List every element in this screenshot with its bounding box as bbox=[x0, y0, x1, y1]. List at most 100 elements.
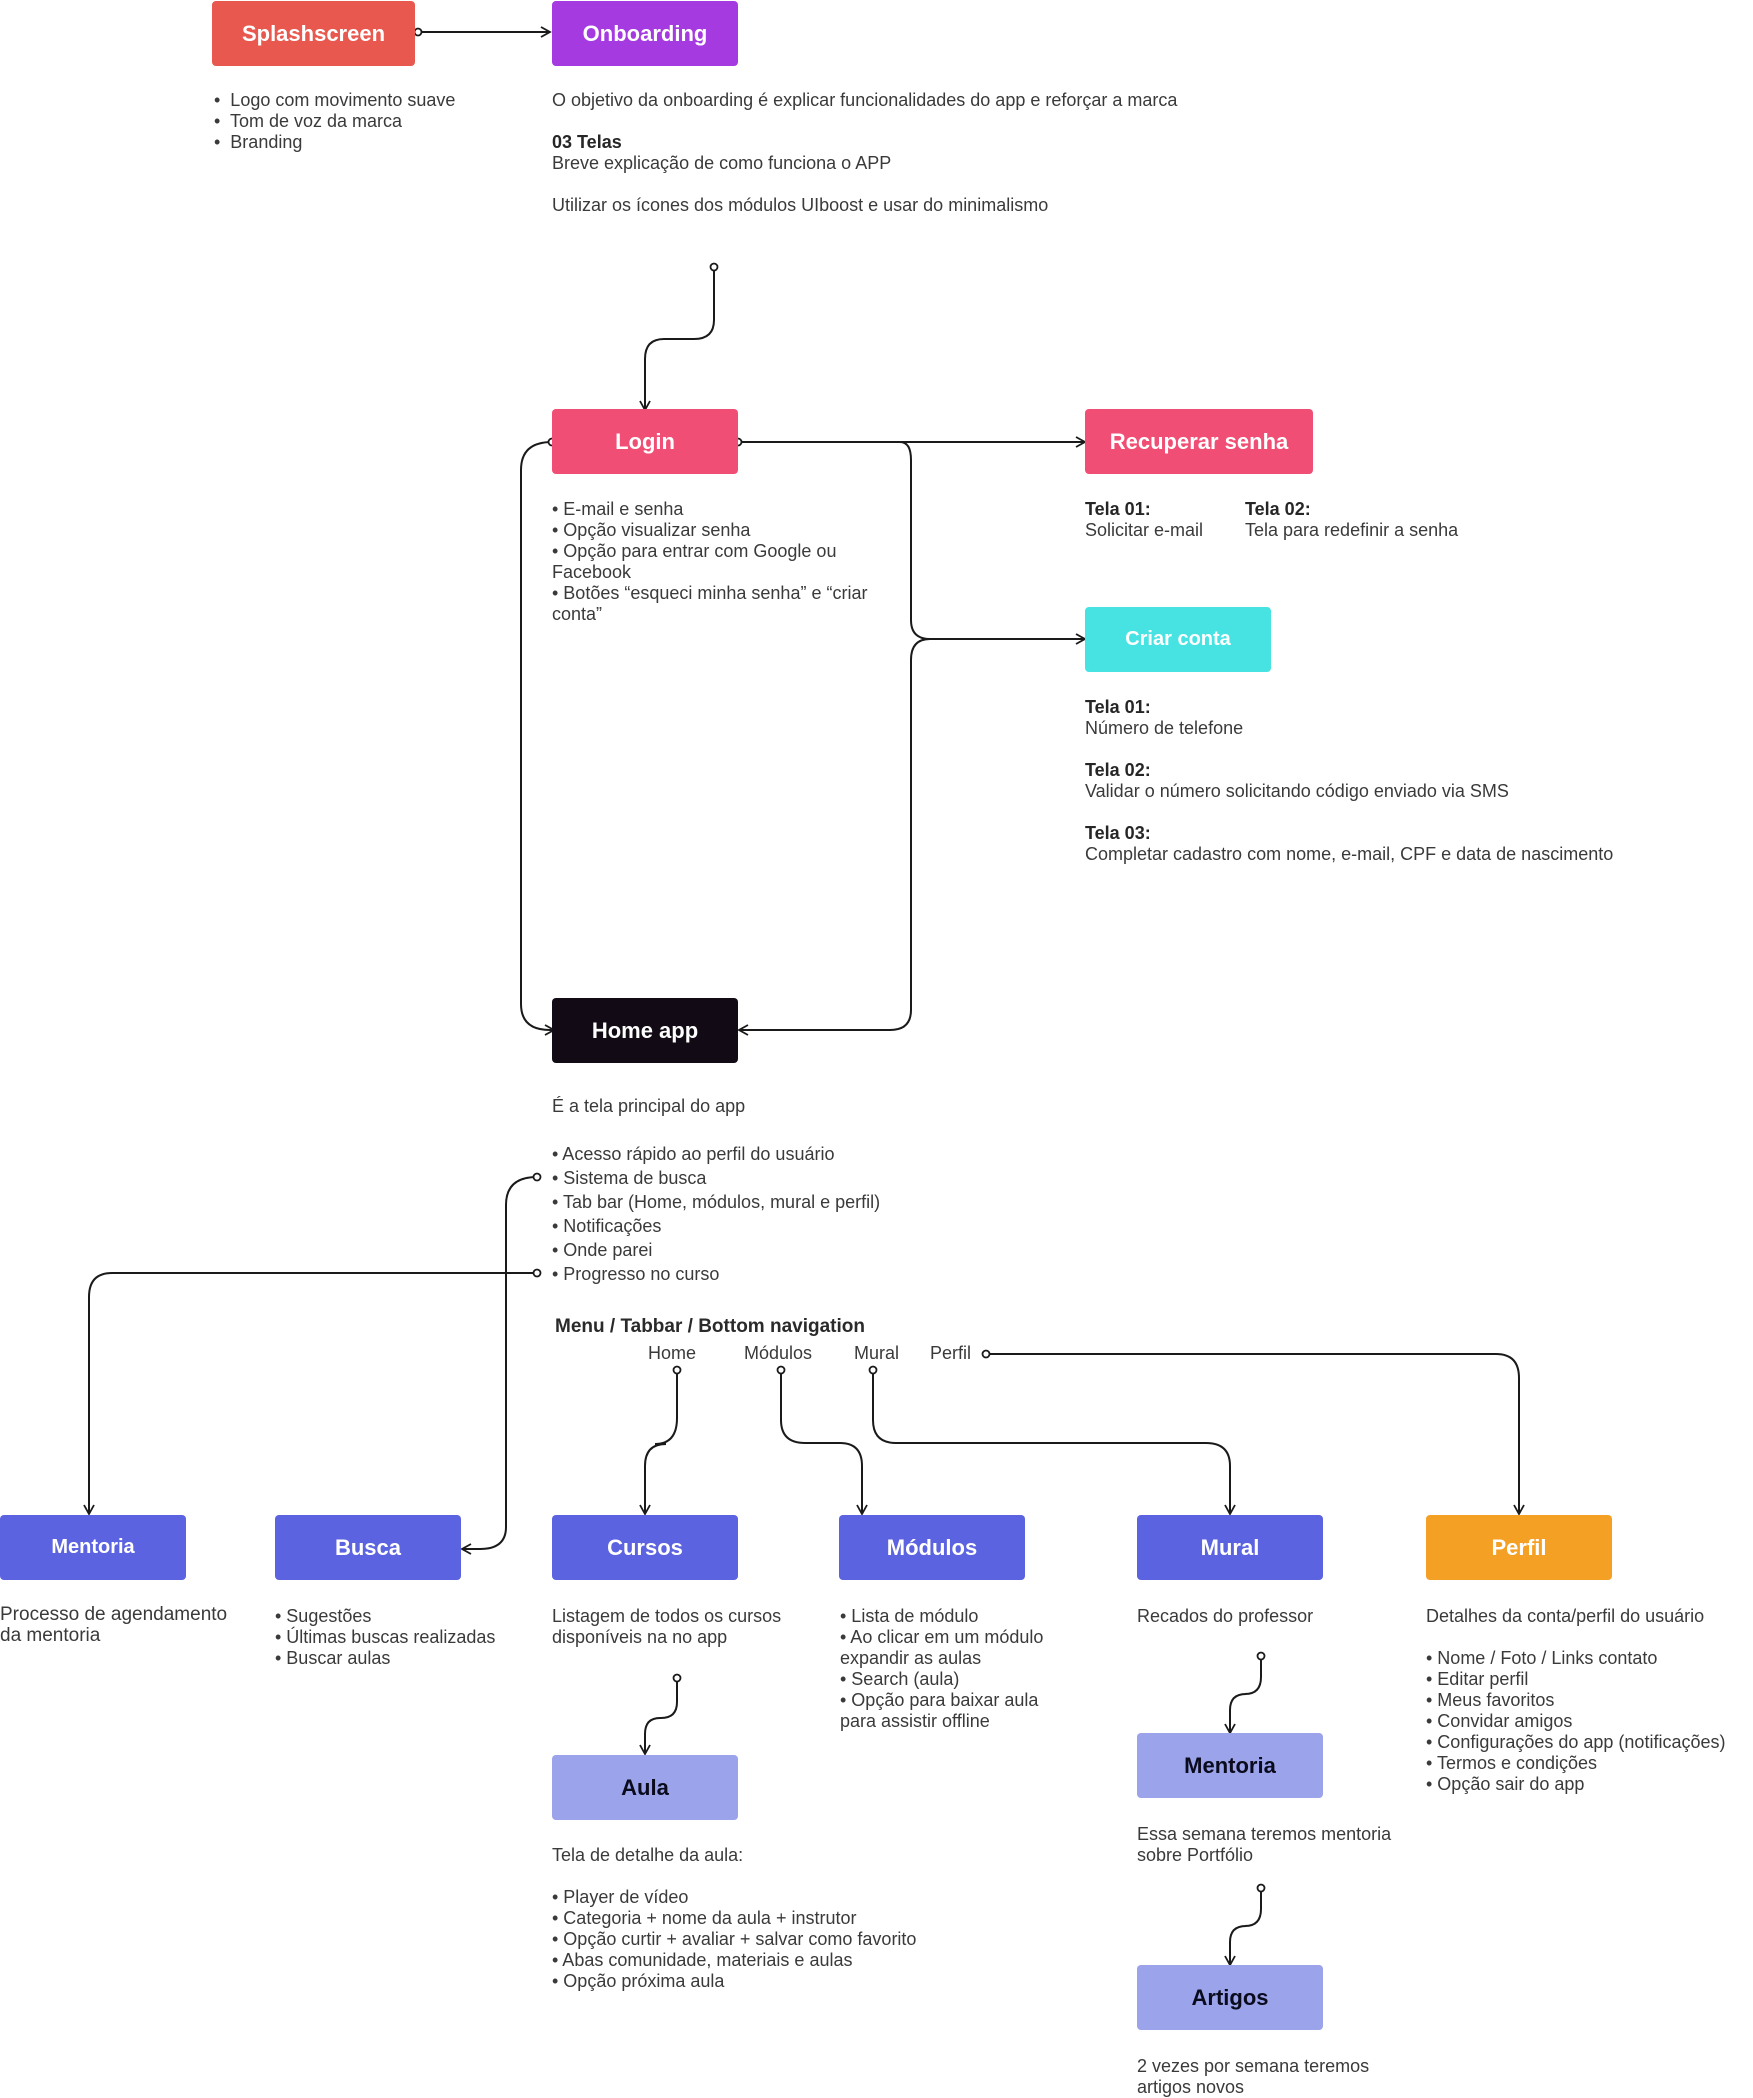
cursos-notes: Listagem de todos os cursos disponíveis … bbox=[552, 1606, 781, 1648]
aula-intro: Tela de detalhe da aula: bbox=[552, 1845, 744, 1865]
artigos-notes: 2 vezes por semana teremos artigos novos bbox=[1137, 2056, 1369, 2098]
node-aula[interactable]: Aula bbox=[552, 1755, 738, 1820]
recover-t1-desc: Solicitar e-mail bbox=[1085, 520, 1204, 540]
recover-t2-title: Tela 02: bbox=[1245, 499, 1311, 519]
home-note-item: • Tab bar (Home, módulos, mural e perfil… bbox=[552, 1192, 881, 1212]
connector-tab-modulos bbox=[780, 1370, 868, 1516]
criar-t1-desc: Número de telefone bbox=[1085, 718, 1244, 738]
busca-notes: • Sugestões • Últimas buscas realizadas … bbox=[275, 1606, 495, 1669]
connector-onboarding-login bbox=[639, 267, 715, 412]
connector-login-criar bbox=[899, 441, 1087, 645]
node-splashscreen[interactable]: Splashscreen bbox=[212, 1, 415, 66]
connector-mentoria-artigos bbox=[1224, 1888, 1262, 1967]
node-home-app[interactable]: Home app bbox=[552, 998, 738, 1063]
busca-note-item: • Sugestões bbox=[275, 1606, 372, 1626]
onboarding-intro: O objetivo da onboarding é explicar func… bbox=[552, 90, 1178, 110]
node-onboarding[interactable]: Onboarding bbox=[552, 1, 738, 66]
perfil-note-item: • Configurações do app (notificações) bbox=[1426, 1732, 1726, 1752]
login-note-item: conta” bbox=[552, 604, 603, 624]
aula-note-item: • Opção curtir + avaliar + salvar como f… bbox=[552, 1929, 917, 1949]
modulos-note-item: para assistir offline bbox=[840, 1711, 990, 1731]
perfil-note-item: • Convidar amigos bbox=[1426, 1711, 1573, 1731]
splash-notes: • Logo com movimento suave • Tom de voz … bbox=[214, 90, 455, 153]
onboarding-telas-title: 03 Telas bbox=[552, 132, 622, 152]
mural-notes: Recados do professor bbox=[1137, 1606, 1313, 1627]
perfil-note-item: • Editar perfil bbox=[1426, 1669, 1529, 1689]
connector-home-busca bbox=[460, 1176, 538, 1555]
node-login[interactable]: Login bbox=[552, 409, 738, 474]
modulos-note-item: • Opção para baixar aula bbox=[840, 1690, 1039, 1710]
recover-t1-title: Tela 01: bbox=[1085, 499, 1151, 519]
home-intro: É a tela principal do app bbox=[552, 1096, 746, 1116]
node-mural[interactable]: Mural bbox=[1137, 1515, 1323, 1580]
node-modulos[interactable]: Módulos bbox=[839, 1515, 1025, 1580]
splash-note-item: • Tom de voz da marca bbox=[214, 111, 403, 131]
mentoria-notes: Processo de agendamento da mentoria bbox=[0, 1604, 227, 1646]
connector-cursos-aula bbox=[639, 1678, 678, 1756]
home-note-item: • Notificações bbox=[552, 1216, 662, 1236]
home-note-item: • Acesso rápido ao perfil do usuário bbox=[552, 1144, 835, 1164]
login-note-item: Facebook bbox=[552, 562, 632, 582]
criar-notes: Tela 01: Número de telefone Tela 02: Val… bbox=[1085, 697, 1613, 865]
node-perfil[interactable]: Perfil bbox=[1426, 1515, 1612, 1580]
node-cursos[interactable]: Cursos bbox=[552, 1515, 738, 1580]
onboarding-telas-desc: Breve explicação de como funciona o APP bbox=[552, 153, 892, 173]
mentoria-note-line: da mentoria bbox=[0, 1625, 101, 1646]
connector-tab-home-cursos bbox=[639, 1370, 678, 1516]
perfil-note-item: • Opção sair do app bbox=[1426, 1774, 1585, 1794]
criar-t2-title: Tela 02: bbox=[1085, 760, 1151, 780]
node-artigos[interactable]: Artigos bbox=[1137, 1965, 1323, 2030]
splash-note-item: • Logo com movimento suave bbox=[214, 90, 456, 110]
perfil-intro: Detalhes da conta/perfil do usuário bbox=[1426, 1606, 1705, 1626]
criar-t2-desc: Validar o número solicitando código envi… bbox=[1085, 781, 1509, 801]
login-note-item: • E-mail e senha bbox=[552, 499, 684, 519]
connector-tab-mural bbox=[872, 1370, 1236, 1516]
login-note-item: • Botões “esqueci minha senha” e “criar bbox=[552, 583, 868, 603]
criar-t3-desc: Completar cadastro com nome, e-mail, CPF… bbox=[1085, 844, 1614, 864]
splash-note-item: • Branding bbox=[214, 132, 303, 152]
connector-tab-perfil bbox=[986, 1353, 1525, 1516]
login-notes: • E-mail e senha • Opção visualizar senh… bbox=[552, 499, 867, 625]
tab-home-label: Home bbox=[648, 1343, 697, 1363]
aula-note-item: • Categoria + nome da aula + instrutor bbox=[552, 1908, 857, 1928]
aula-notes: Tela de detalhe da aula: • Player de víd… bbox=[552, 1845, 916, 1992]
cursos-note-line: disponíveis na no app bbox=[552, 1627, 728, 1647]
tab-mural-label: Mural bbox=[854, 1343, 900, 1363]
artigos-note-line: artigos novos bbox=[1137, 2077, 1245, 2097]
home-note-item: • Sistema de busca bbox=[552, 1168, 707, 1188]
mentoria-mural-line: Essa semana teremos mentoria bbox=[1137, 1824, 1392, 1844]
modulos-note-item: • Ao clicar em um módulo bbox=[840, 1627, 1044, 1647]
perfil-note-item: • Termos e condições bbox=[1426, 1753, 1598, 1773]
connector-criar-home bbox=[737, 638, 931, 1036]
node-criar-conta[interactable]: Criar conta bbox=[1085, 607, 1271, 672]
home-note-item: • Progresso no curso bbox=[552, 1264, 720, 1284]
mentoria-mural-line: sobre Portfólio bbox=[1137, 1845, 1254, 1865]
criar-t1-title: Tela 01: bbox=[1085, 697, 1151, 717]
onboarding-icons-note: Utilizar os ícones dos módulos UIboost e… bbox=[552, 195, 1049, 215]
mural-note-line: Recados do professor bbox=[1137, 1606, 1314, 1626]
criar-t3-title: Tela 03: bbox=[1085, 823, 1151, 843]
perfil-note-item: • Nome / Foto / Links contato bbox=[1426, 1648, 1658, 1668]
menu-title: Menu / Tabbar / Bottom navigation bbox=[555, 1316, 865, 1337]
node-mentoria-mural[interactable]: Mentoria bbox=[1137, 1733, 1323, 1798]
recover-tela1: Tela 01: Solicitar e-mail bbox=[1085, 499, 1203, 541]
login-note-item: • Opção visualizar senha bbox=[552, 520, 751, 540]
home-note-item: • Onde parei bbox=[552, 1240, 653, 1260]
aula-note-item: • Opção próxima aula bbox=[552, 1971, 725, 1991]
aula-note-item: • Abas comunidade, materiais e aulas bbox=[552, 1950, 853, 1970]
connector-home-mentoria bbox=[83, 1272, 537, 1516]
modulos-note-item: • Search (aula) bbox=[840, 1669, 960, 1689]
node-mentoria[interactable]: Mentoria bbox=[0, 1515, 186, 1580]
login-note-item: • Opção para entrar com Google ou bbox=[552, 541, 837, 561]
aula-note-item: • Player de vídeo bbox=[552, 1887, 689, 1907]
node-recuperar-senha[interactable]: Recuperar senha bbox=[1085, 409, 1313, 474]
home-notes: É a tela principal do app • Acesso rápid… bbox=[552, 1094, 880, 1286]
connector-mural-mentoria bbox=[1224, 1656, 1262, 1735]
artigos-note-line: 2 vezes por semana teremos bbox=[1137, 2056, 1370, 2076]
modulos-notes: • Lista de módulo • Ao clicar em um módu… bbox=[840, 1606, 1043, 1732]
tab-modulos-label: Módulos bbox=[744, 1343, 813, 1363]
recover-t2-desc: Tela para redefinir a senha bbox=[1245, 520, 1459, 540]
busca-note-item: • Buscar aulas bbox=[275, 1648, 391, 1668]
node-busca[interactable]: Busca bbox=[275, 1515, 461, 1580]
modulos-note-item: expandir as aulas bbox=[840, 1648, 982, 1668]
